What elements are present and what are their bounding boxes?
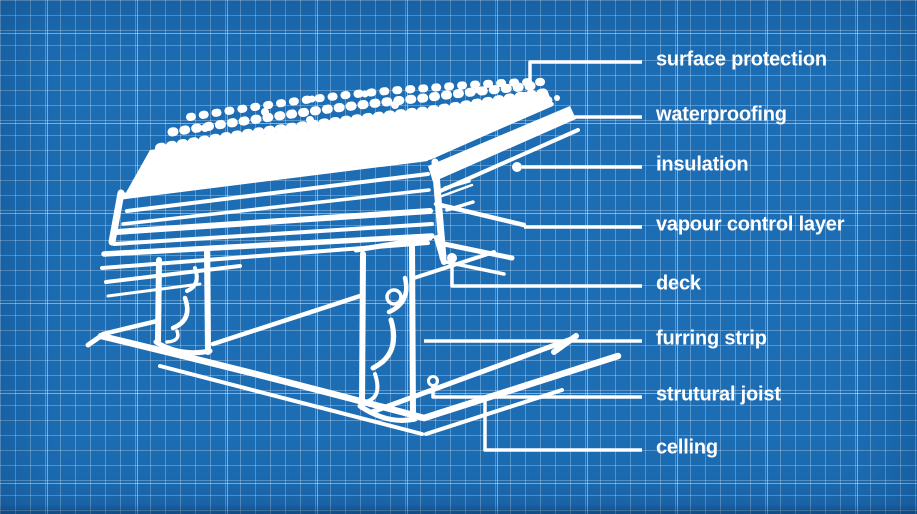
insulation-streak (440, 183, 474, 198)
left-joist (153, 249, 213, 356)
label-vapour-control-layer: vapour control layer (656, 213, 845, 236)
leader-strutural-joist (431, 386, 642, 399)
label-celling: celling (656, 436, 718, 459)
dot-marker-deck (447, 253, 457, 263)
leader-celling (483, 401, 642, 452)
label-insulation: insulation (656, 153, 749, 176)
wood-grain (363, 372, 380, 404)
label-waterproofing: waterproofing (656, 103, 787, 126)
label-surface-protection: surface protection (656, 48, 827, 71)
vapour-control-layer (433, 201, 527, 228)
label-deck: deck (656, 272, 701, 295)
wood-knot (385, 288, 403, 306)
leader-surface-protection (528, 60, 642, 96)
wood-grain (165, 329, 180, 344)
waterproofing-underside (436, 128, 580, 194)
waterproofing-sheet (428, 106, 576, 182)
dot-marker-insulation (512, 162, 522, 172)
pebbles (151, 86, 560, 159)
label-furring-strip: furring strip (656, 327, 767, 350)
gravel-layer (124, 78, 560, 196)
furring-strip (104, 264, 579, 415)
wood-grain (185, 266, 199, 293)
lollipop-marker-joist (427, 375, 439, 387)
leader-lines (424, 60, 642, 452)
wood-grain (370, 317, 397, 371)
leader-deck (450, 263, 642, 288)
wood-grain (386, 275, 409, 315)
label-strutural-joist: strutural joist (656, 383, 781, 406)
wood-grain (170, 295, 190, 331)
